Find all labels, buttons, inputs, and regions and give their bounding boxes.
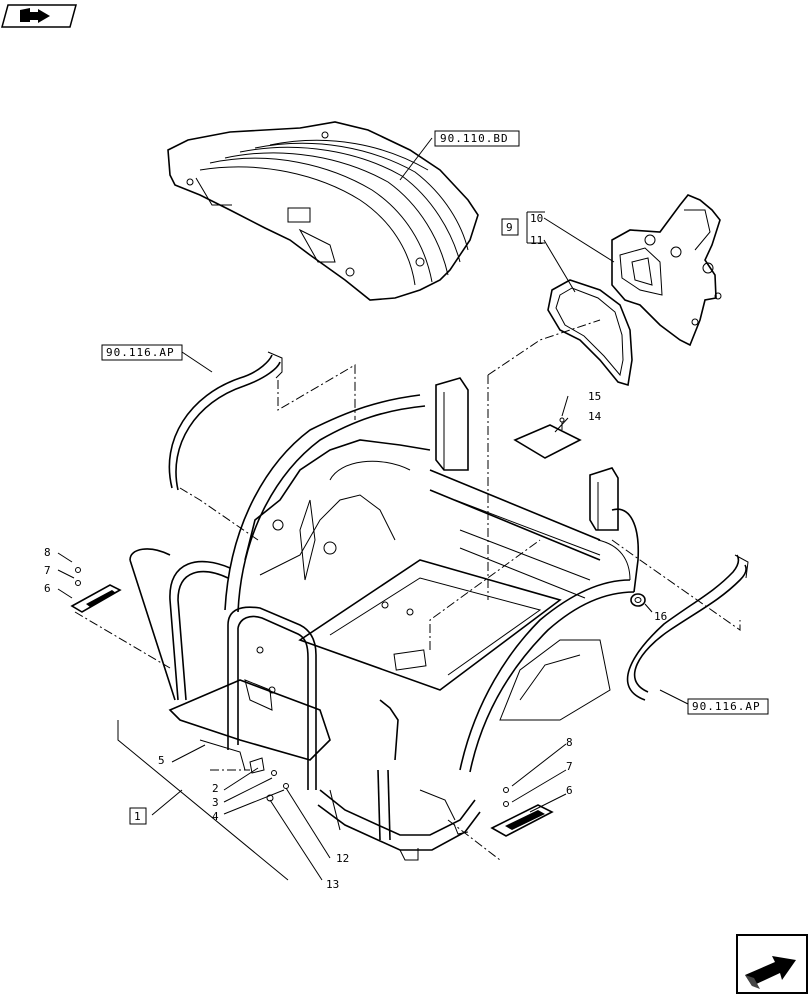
callout-3: 3: [212, 796, 219, 809]
plate-14: [513, 417, 582, 459]
callout-15: 15: [588, 390, 601, 403]
callout-8-right: 8: [566, 736, 573, 749]
gasket: [547, 279, 633, 387]
callout-14: 14: [588, 410, 602, 423]
callout-4: 4: [212, 810, 219, 823]
left-step: [70, 567, 122, 613]
callout-16: 16: [654, 610, 667, 623]
ref-box-1-label: 1: [134, 810, 141, 823]
book-arrow-icon[interactable]: [1, 4, 77, 28]
bracket-assembly: [611, 194, 722, 347]
ref-box-9-label: 9: [506, 221, 513, 234]
left-hose: [168, 351, 283, 491]
ref-box-floor-panel[interactable]: [434, 130, 520, 147]
cab-frame: [129, 377, 640, 861]
callout-10: 10: [530, 212, 543, 225]
grommet-16: [630, 593, 646, 607]
callout-8-left: 8: [44, 546, 51, 559]
ref-box-right-hose[interactable]: [687, 698, 769, 715]
fasteners-2-3-4: [249, 757, 289, 802]
ref-box-9[interactable]: [501, 218, 519, 236]
ref-box-1[interactable]: [129, 807, 147, 825]
callout-5: 5: [158, 754, 165, 767]
next-page-arrow-icon[interactable]: [736, 934, 808, 994]
connection-lines: [74, 319, 741, 861]
callout-6-right: 6: [566, 784, 573, 797]
callout-11: 11: [530, 234, 543, 247]
floor-panel: [167, 121, 479, 301]
ref-left-hose: 90.116.AP: [106, 346, 175, 359]
callout-12: 12: [336, 852, 349, 865]
right-hose: [626, 554, 749, 701]
callout-2: 2: [212, 782, 219, 795]
callout-7-right: 7: [566, 760, 573, 773]
callout-13: 13: [326, 878, 339, 891]
right-step: [490, 787, 554, 837]
callout-6-left: 6: [44, 582, 51, 595]
callout-7-left: 7: [44, 564, 51, 577]
ref-right-hose: 90.116.AP: [692, 700, 761, 713]
ref-floor-panel: 90.110.BD: [440, 132, 509, 145]
